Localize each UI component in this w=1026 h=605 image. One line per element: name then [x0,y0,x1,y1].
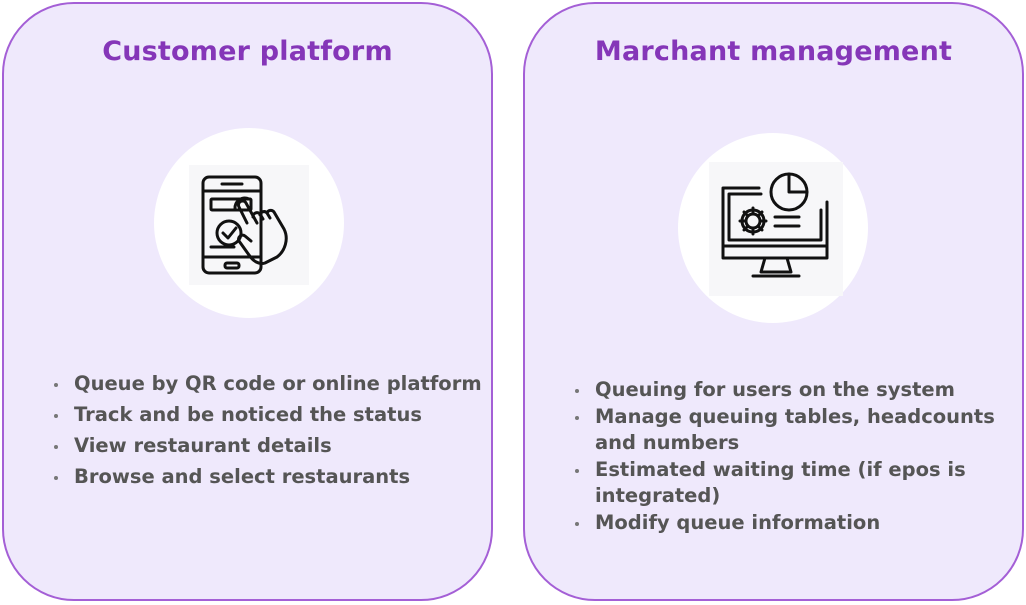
customer-feature-list: Queue by QR code or online platform Trac… [54,371,484,495]
customer-platform-card: Customer platform Queue by Q [2,2,493,601]
card-title: Customer platform [102,36,393,67]
icon-circle [154,128,344,318]
merchant-feature-list: Queuing for users on the system Manage q… [575,377,1015,537]
list-item: View restaurant details [54,433,484,459]
list-item: Modify queue information [575,510,1015,536]
list-item: Estimated waiting time (if epos is integ… [575,457,1015,509]
icon-circle [678,133,868,323]
list-item: Browse and select restaurants [54,464,484,490]
list-item: Queuing for users on the system [575,377,1015,403]
list-item: Manage queuing tables, headcounts and nu… [575,404,1015,456]
list-item: Track and be noticed the status [54,402,484,428]
phone-touch-check-icon [189,165,309,285]
merchant-management-card: Marchant management [523,2,1024,601]
card-title: Marchant management [594,36,953,67]
list-item: Queue by QR code or online platform [54,371,484,397]
monitor-settings-chart-icon [709,162,843,296]
